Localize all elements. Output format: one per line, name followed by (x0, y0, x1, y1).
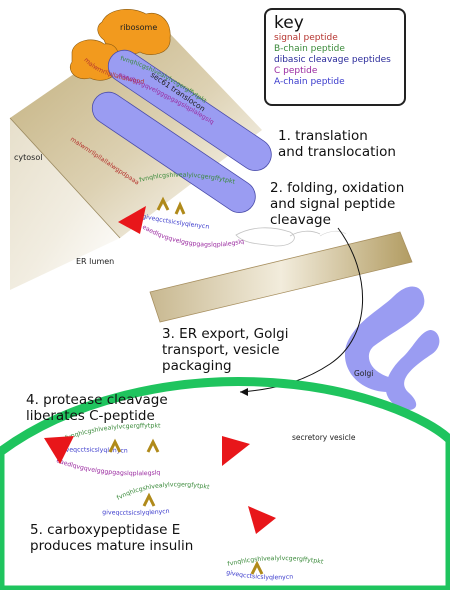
key-item-b-chain: B-chain peptide (274, 44, 345, 54)
bchain-seq-5b: fvnqhlcgshlvealylvcgergffytpkt (227, 555, 325, 568)
step-5-line-1: 5. carboxypeptidase E (30, 522, 181, 538)
key-item-signal-peptide: signal peptide (274, 33, 338, 43)
achain-seq-4: giveqcctsicslyqlenycn (60, 447, 128, 455)
cpeptide-seq-4: eaedlqvgqvelgggpgagslqplalegslq (55, 457, 160, 477)
key-title: key (274, 13, 304, 33)
carboxypeptidase (248, 506, 276, 534)
step-2-line-1: 2. folding, oxidation (270, 180, 405, 196)
step-4-caption: 4. protease cleavage liberates C-peptide (26, 392, 168, 424)
step-5-line-2: produces mature insulin (30, 538, 194, 554)
step-2-caption: 2. folding, oxidation and signal peptide… (270, 180, 404, 228)
er-lumen-label: ER lumen (76, 257, 114, 266)
step-4-line-1: 4. protease cleavage (26, 392, 168, 408)
disulfide-bond (174, 201, 186, 215)
step-2-line-3: cleavage (270, 212, 331, 228)
step-3-caption: 3. ER export, Golgi transport, vesicle p… (162, 326, 288, 374)
disulfide-bond (146, 438, 160, 453)
bchain-seq-5a: fvnqhlcgshlvealylvcgergfytpkt (116, 481, 211, 501)
vesicle-label: secretory vesicle (292, 433, 356, 442)
protease-left (44, 436, 74, 464)
disulfide-bond (108, 438, 122, 453)
disulfide-bond (142, 492, 156, 507)
faded-proinsulin-copies (235, 227, 347, 247)
translocon (91, 49, 272, 213)
golgi-apparatus (344, 286, 440, 411)
er-golgi-membrane (149, 231, 413, 323)
step-4-line-2: liberates C-peptide (26, 408, 155, 424)
disulfide-bond (250, 560, 264, 575)
ribosome-label: ribosome (120, 23, 157, 32)
step-1-line-1: 1. translation (278, 128, 368, 144)
signal-peptidase (118, 206, 146, 234)
secretory-vesicle (0, 377, 450, 590)
step-1-line-2: and translocation (278, 144, 396, 160)
bchain-seq-4: fvnqhlcgshlvealylvcgergffytpkt (64, 422, 161, 441)
step-3-line-1: 3. ER export, Golgi (162, 326, 289, 342)
step-3-line-3: packaging (162, 358, 232, 374)
key-item-a-chain: A-chain peptide (274, 77, 345, 87)
protease-right (222, 436, 250, 466)
step-5-caption: 5. carboxypeptidase E produces mature in… (30, 522, 193, 554)
ribosome (70, 9, 171, 81)
transport-arrow (239, 227, 363, 396)
step-3-line-2: transport, vesicle (162, 342, 280, 358)
step-2-line-2: and signal peptide (270, 196, 396, 212)
golgi-label: Golgi (354, 369, 373, 378)
disulfide-bond (156, 196, 170, 211)
key-item-c-peptide: C peptide (274, 66, 318, 76)
cleaved-proinsulin: fvnqhlcgshlvealylvcgergffytpkt giveqccts… (44, 422, 250, 477)
step-1-caption: 1. translation and translocation (278, 128, 396, 160)
legend-key: key signal peptide B-chain peptide dibas… (264, 8, 406, 106)
key-item-dibasic: dibasic cleavage peptides (274, 55, 391, 65)
cytosol-label: cytosol (14, 153, 42, 162)
achain-seq-5a: giveqcctsicslyqlenycn (102, 508, 170, 517)
